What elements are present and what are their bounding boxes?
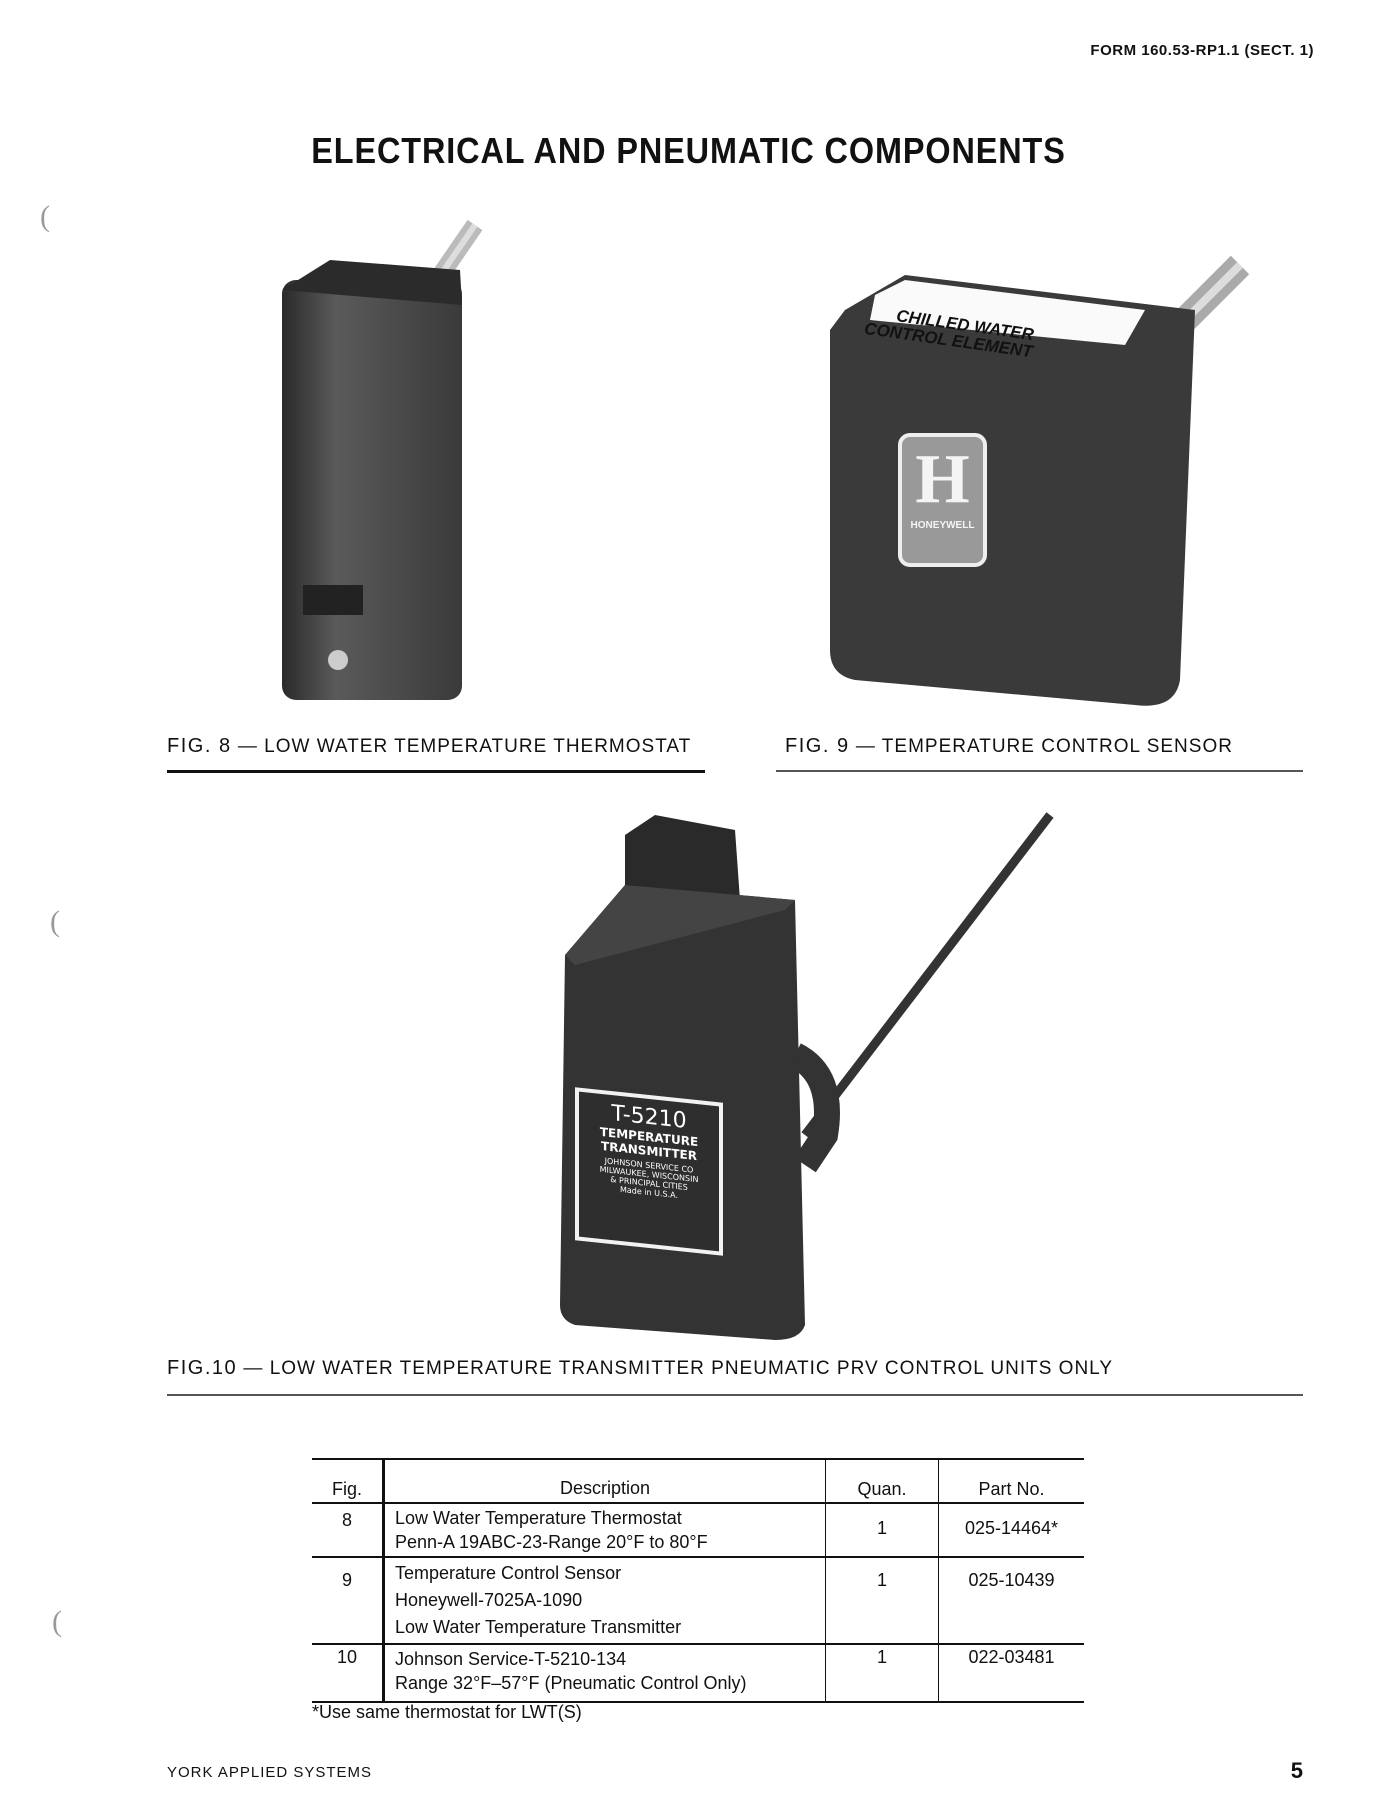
honeywell-logo: H HONEYWELL [900,440,985,531]
cell-quan: 1 [825,1644,939,1703]
parts-table: Fig. Description Quan. Part No. 8 Low Wa… [312,1458,1084,1703]
fig8-caption: FIG. 8 — LOW WATER TEMPERATURE THERMOSTA… [167,735,691,758]
divider [167,1394,1303,1396]
desc-line: Range 32°F–57°F (Pneumatic Control Only) [395,1673,747,1693]
cell-fig: 9 [312,1557,385,1645]
desc-line: Honeywell-7025A-1090 [395,1590,583,1610]
cell-quan: 1 [825,1557,939,1645]
col-header-quan: Quan. [825,1458,939,1504]
fig-caption-text: — LOW WATER TEMPERATURE THERMOSTAT [237,736,692,757]
fig8-thermostat-photo [282,219,483,700]
footer-publisher: YORK APPLIED SYSTEMS [167,1764,373,1781]
logo-letter: H [915,441,970,518]
cell-fig: 10 [312,1644,385,1703]
fig10-transmitter-photo [560,812,1054,1340]
logo-text: HONEYWELL [910,520,975,531]
fig-number: FIG. 9 [785,735,850,757]
fig-number: FIG. 8 [167,735,232,757]
col-header-description: Description [383,1458,826,1504]
fig9-caption: FIG. 9 — TEMPERATURE CONTROL SENSOR [785,735,1233,758]
fig-number: FIG.10 [167,1357,238,1379]
table-header-row: Fig. Description Quan. Part No. [312,1458,1084,1504]
fig9-sensor-photo [830,255,1250,706]
margin-mark: ( [52,1605,62,1638]
desc-line: Temperature Control Sensor [395,1563,622,1583]
cell-fig: 8 [312,1503,385,1558]
desc-line: Penn-A 19ABC-23-Range 20°F to 80°F [395,1532,708,1552]
fig10-caption: FIG.10 — LOW WATER TEMPERATURE TRANSMITT… [167,1357,1113,1380]
table-footnote: *Use same thermostat for LWT(S) [312,1702,582,1722]
cell-part-no: 025-10439 [938,1557,1084,1645]
fig-caption-text: — LOW WATER TEMPERATURE TRANSMITTER PNEU… [243,1358,1114,1379]
cell-part-no: 025-14464* [938,1503,1084,1558]
divider [776,770,1303,772]
desc-line: Low Water Temperature Transmitter [395,1617,682,1637]
margin-mark: ( [40,200,50,233]
page-title: ELECTRICAL AND PNEUMATIC COMPONENTS [311,130,1066,171]
cell-part-no: 022-03481 [938,1644,1084,1703]
fig-caption-text: — TEMPERATURE CONTROL SENSOR [855,736,1233,757]
desc-line: Johnson Service-T-5210-134 [395,1649,627,1669]
divider [167,770,705,773]
cell-quan: 1 [825,1503,939,1558]
desc-line: Low Water Temperature Thermostat [395,1508,682,1528]
col-header-part-no: Part No. [938,1458,1084,1504]
fig10-nameplate: T-5210 TEMPERATURE TRANSMITTER JOHNSON S… [575,1087,723,1256]
page-number: 5 [1290,1758,1303,1783]
col-header-fig: Fig. [312,1458,385,1504]
margin-mark: ( [50,905,60,938]
form-id: FORM 160.53-RP1.1 (SECT. 1) [1090,42,1314,59]
